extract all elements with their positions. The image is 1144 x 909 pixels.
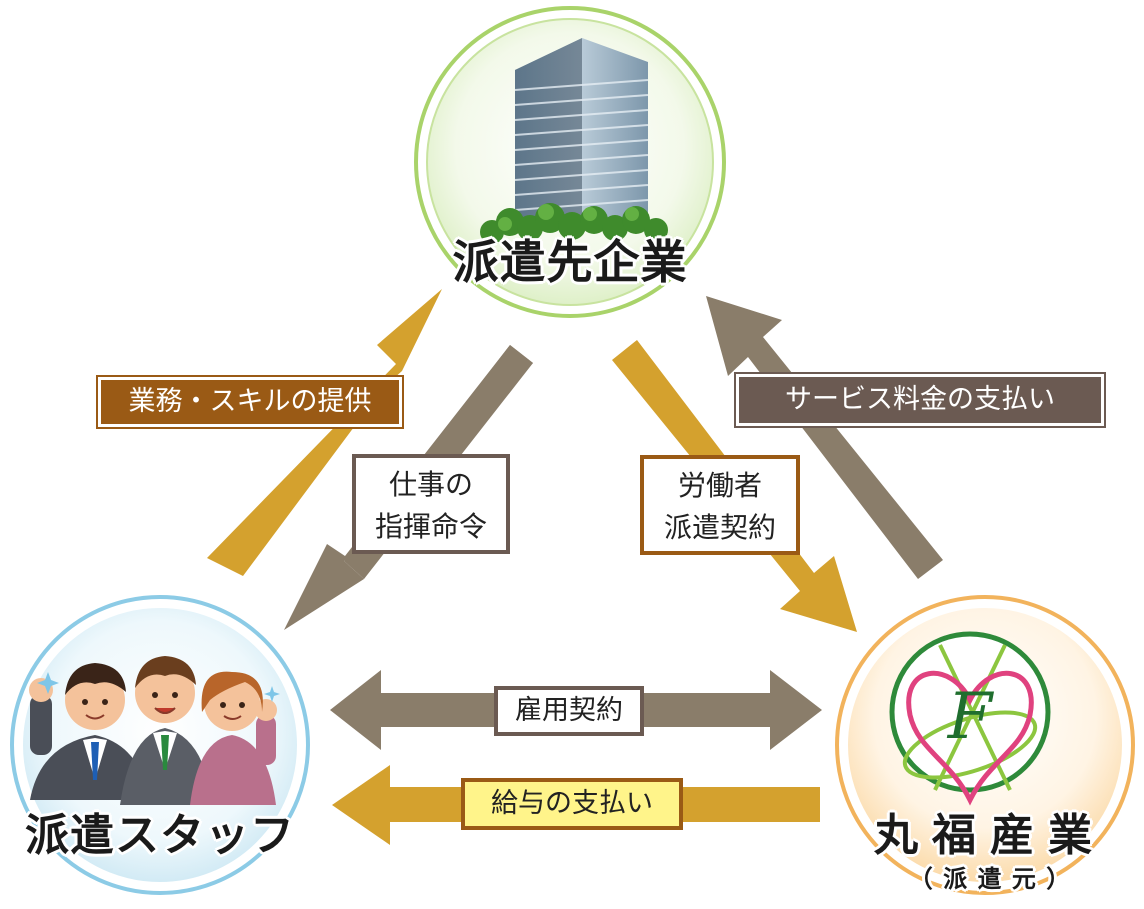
office-building-icon xyxy=(480,38,668,244)
logo-letter: F xyxy=(947,680,995,754)
label-provide-skills: 業務・スキルの提供 xyxy=(96,375,404,429)
label-salary-payment: 給与の支払い xyxy=(461,778,683,830)
label-service-fee: サービス料金の支払い xyxy=(734,372,1106,428)
label-dispatch-contract: 労働者 派遣契約 xyxy=(640,455,800,555)
arrow-provide-skills xyxy=(207,289,442,576)
client-company-label: 派遣先企業 xyxy=(452,235,688,289)
staff-label: 派遣スタッフ xyxy=(25,810,295,861)
agency-label: 丸福産業 xyxy=(874,810,1106,861)
agency-logo-icon: F xyxy=(889,631,1051,806)
arrow-service-fee xyxy=(706,296,943,579)
label-work-instructions: 仕事の 指揮命令 xyxy=(352,454,510,554)
agency-sublabel: （ 派 遣 元 ） xyxy=(908,865,1072,893)
label-employment-contract: 雇用契約 xyxy=(494,686,644,736)
staff-people-icon xyxy=(29,656,280,805)
